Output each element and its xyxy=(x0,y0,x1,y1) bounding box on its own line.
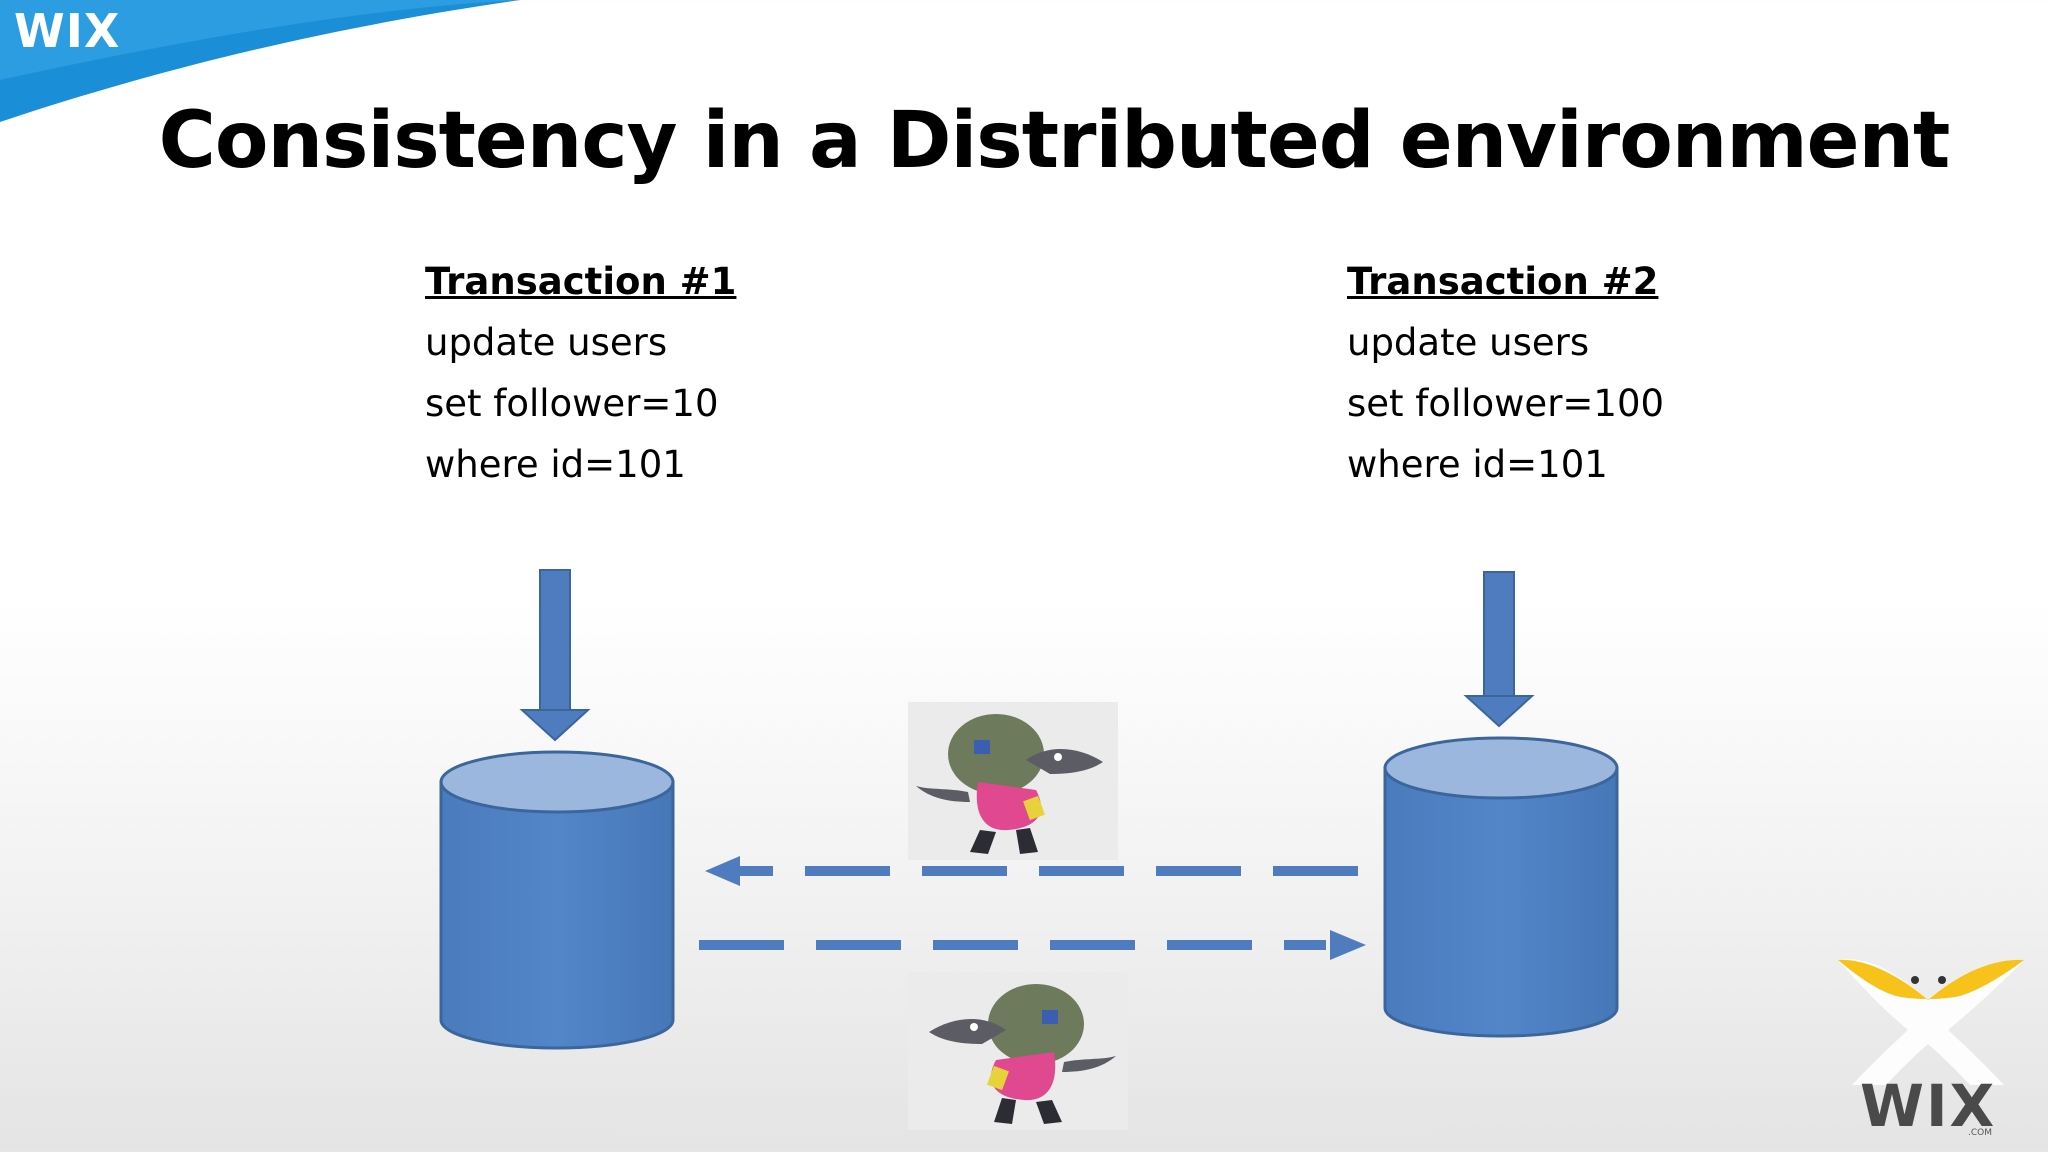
dashed-arrow-left xyxy=(705,856,1358,886)
transaction-1-line-3: where id=101 xyxy=(425,443,686,486)
slide-title: Consistency in a Distributed environment xyxy=(158,96,1951,186)
transaction-2-line-3: where id=101 xyxy=(1347,443,1608,486)
wolf-thief-icon xyxy=(908,972,1128,1130)
wix-mascot-logo-icon xyxy=(1838,959,2024,1085)
transaction-1-line-2: set follower=10 xyxy=(425,382,719,425)
wolf-thief-icon xyxy=(908,702,1118,860)
down-arrow-db1 xyxy=(519,569,591,742)
transaction-1-block: Transaction #1 update users set follower… xyxy=(425,262,736,506)
transaction-2-title: Transaction #2 xyxy=(1347,260,1659,303)
transaction-2-line-1: update users xyxy=(1347,321,1590,364)
wix-corner-swoosh xyxy=(0,0,520,122)
database-cylinder-icon xyxy=(1383,736,1619,1038)
transaction-1-title: Transaction #1 xyxy=(425,260,737,303)
database-cylinder-icon xyxy=(439,750,675,1050)
dashed-arrow-right xyxy=(699,930,1366,960)
wix-corner-logo: WIX xyxy=(14,4,121,58)
wix-bottom-logo: WIX xyxy=(1860,1072,1997,1140)
transaction-1-line-1: update users xyxy=(425,321,668,364)
down-arrow-db2 xyxy=(1463,571,1535,728)
wix-bottom-logo-sub: .COM xyxy=(1968,1128,1992,1138)
transaction-2-block: Transaction #2 update users set follower… xyxy=(1347,262,1664,506)
transaction-2-line-2: set follower=100 xyxy=(1347,382,1665,425)
